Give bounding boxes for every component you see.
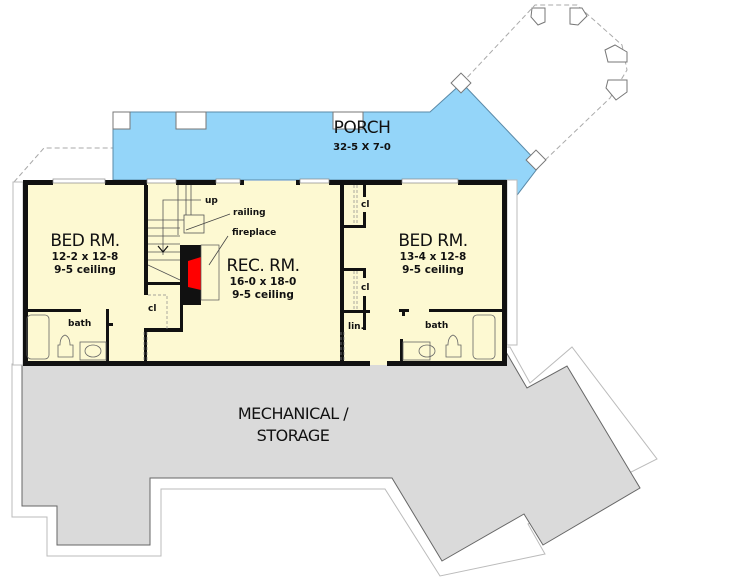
railing-label: railing	[233, 208, 266, 218]
mechanical-storage-area	[21, 351, 641, 562]
bed-right-ceiling: 9-5 ceiling	[402, 264, 464, 276]
rec-room-title: REC. RM.	[226, 256, 300, 276]
fireplace-label: fireplace	[232, 228, 277, 238]
windows	[52, 178, 459, 184]
stairs	[147, 185, 205, 281]
rec-room-dims: 16-0 x 18-0	[229, 276, 297, 288]
closet-label-left: cl	[148, 304, 157, 314]
bath-label-left: bath	[68, 319, 92, 329]
bed-left-ceiling: 9-5 ceiling	[54, 264, 116, 276]
rec-room-ceiling: 9-5 ceiling	[232, 289, 294, 301]
walls	[23, 180, 507, 366]
stairs-up-label: up	[205, 196, 218, 206]
bath-fixtures-left	[26, 314, 107, 361]
closet-label-right-bottom: cl	[361, 283, 370, 293]
linen-label: lin.	[348, 322, 364, 332]
fireplace-firebox	[188, 257, 201, 290]
bed-right-dims: 13-4 x 12-8	[399, 251, 467, 263]
closet-label-right-top: cl	[361, 200, 370, 210]
porch-dims: 32-5 X 7-0	[333, 142, 391, 153]
bed-right-title: BED RM.	[398, 231, 468, 251]
bath-label-right: bath	[425, 321, 449, 331]
porch-title: PORCH	[333, 118, 391, 138]
mechanical-title-line2: STORAGE	[256, 426, 330, 445]
mechanical-title-line1: MECHANICAL /	[237, 404, 349, 423]
bath-fixtures-right	[402, 314, 496, 361]
porch-posts	[112, 7, 628, 171]
bed-left-dims: 12-2 x 12-8	[51, 251, 119, 263]
living-block	[23, 181, 507, 365]
bed-left-title: BED RM.	[50, 231, 120, 251]
